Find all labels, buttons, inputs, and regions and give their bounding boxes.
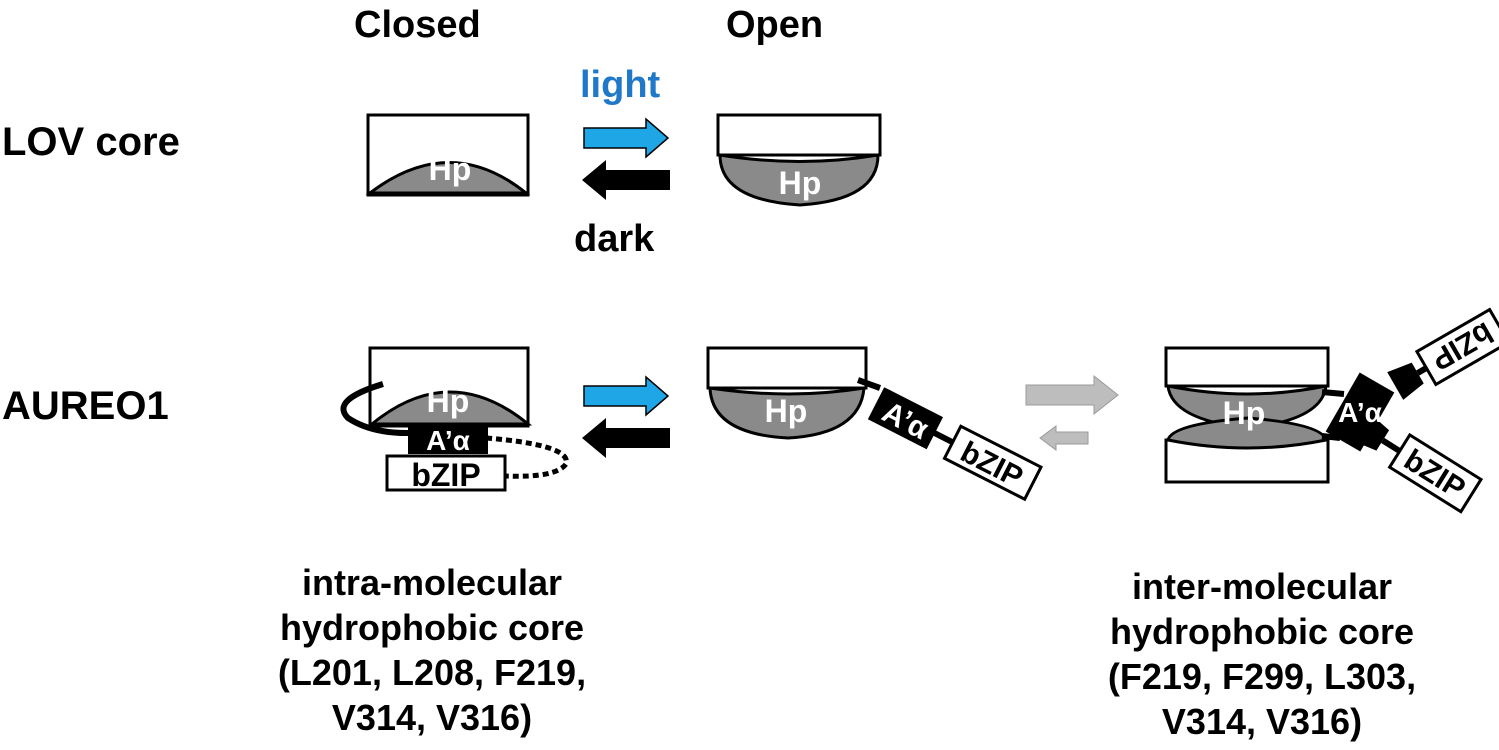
light-arrow-icon (583, 375, 670, 417)
dark-arrow-icon (582, 418, 670, 458)
caption-inter: inter-molecular hydrophobic core (F219, … (1062, 564, 1462, 744)
hp-label: Hp (765, 393, 808, 429)
dark-arrow-icon (582, 160, 670, 200)
caption-intra-line-2: hydrophobic core (279, 607, 585, 648)
caption-inter-line-3: (F219, F299, L303, (1107, 656, 1417, 697)
helix-label: A’α (1338, 397, 1382, 428)
header-open: Open (726, 4, 824, 46)
aureo1-open: Hp A’α bZIP (706, 346, 1044, 502)
caption-inter-line-1: inter-molecular (1131, 566, 1393, 607)
hp-label: Hp (779, 165, 822, 201)
caption-intra-line-3: (L201, L208, F219, (277, 652, 587, 693)
caption-intra: intra-molecular hydrophobic core (L201, … (232, 560, 632, 740)
caption-inter-line-4: V314, V316) (1161, 701, 1363, 742)
aureo1-closed: Hp A’α bZIP (340, 346, 569, 493)
lov-open: Hp (716, 113, 882, 207)
aureo1-dimer: Hp bZIP bZIP A’α (1164, 307, 1499, 514)
caption-intra-line-4: V314, V316) (331, 697, 533, 738)
hp-label: Hp (427, 383, 470, 419)
row-label-lov-core: LOV core (2, 120, 180, 164)
light-label: light (580, 64, 661, 106)
caption-inter-line-2: hydrophobic core (1109, 611, 1415, 652)
hp-label: Hp (429, 151, 472, 187)
caption-intra-line-1: intra-molecular (301, 562, 563, 603)
gray-forward-arrow-icon (1025, 374, 1119, 416)
gray-reverse-arrow-icon (1039, 425, 1089, 451)
hp-label: Hp (1223, 395, 1266, 431)
header-closed: Closed (354, 4, 481, 46)
light-arrow-icon (583, 117, 670, 159)
helix-label: A’α (426, 425, 470, 456)
lov-closed: Hp (365, 113, 531, 197)
dark-label: dark (574, 218, 655, 260)
row-label-aureo1: AUREO1 (2, 384, 169, 428)
bzip-label: bZIP (411, 457, 480, 493)
